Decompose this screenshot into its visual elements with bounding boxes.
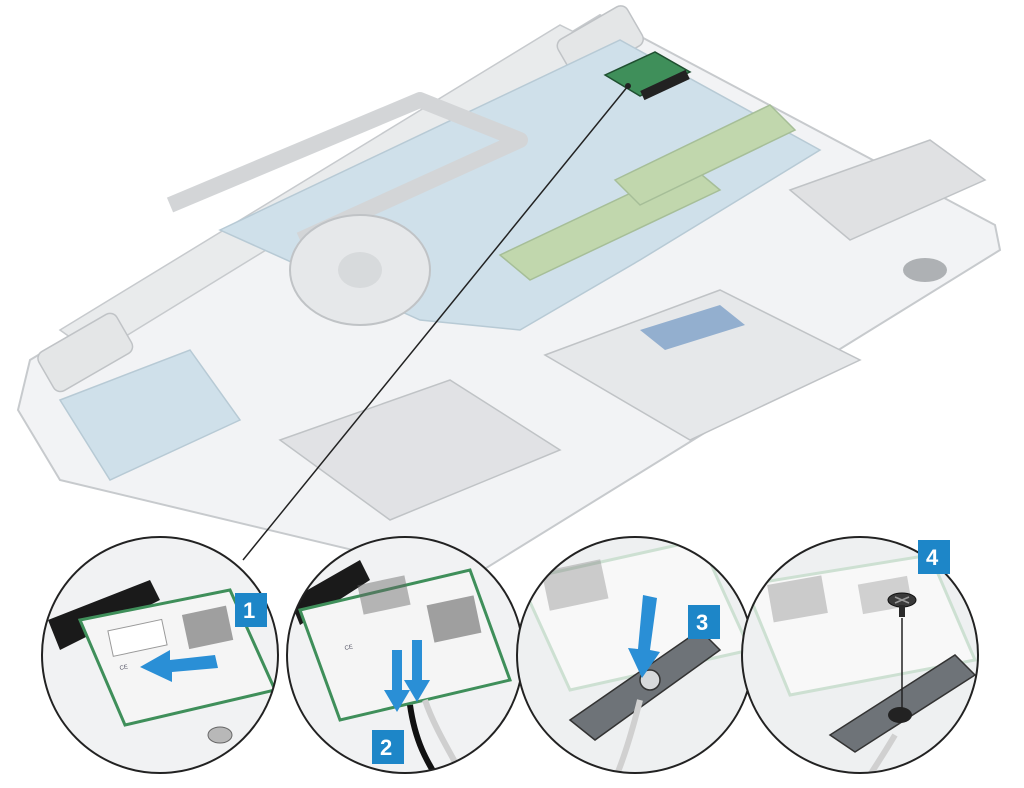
detail-step-4: 4 — [741, 536, 979, 774]
screw-standoff — [207, 726, 233, 744]
step-label-2: 2 — [380, 735, 392, 760]
memory-module-1 — [498, 164, 722, 281]
step-badge-1: 1 — [235, 593, 267, 627]
io-board-left — [58, 349, 242, 481]
speaker-grill — [903, 258, 947, 282]
hard-drive-bracket — [278, 379, 562, 521]
step-label-1: 1 — [243, 598, 255, 623]
wlan-card-4 — [742, 553, 978, 697]
detail-step-1: CE 1 — [41, 536, 279, 774]
arrow-icon — [384, 650, 410, 712]
step-badge-3: 3 — [688, 605, 720, 639]
step-badge-4: 4 — [918, 540, 950, 574]
screw-icon — [887, 592, 917, 617]
arrow-icon — [628, 595, 660, 678]
touchpad-cable — [640, 305, 745, 350]
step-label-3: 3 — [696, 610, 708, 635]
card-text-ce-2: CE — [344, 644, 353, 652]
step-badge-2: 2 — [372, 730, 404, 764]
wlan-card-location — [603, 51, 692, 101]
arrow-icon — [404, 640, 430, 702]
hinge-left — [37, 312, 134, 393]
detail-step-3: 3 — [516, 536, 754, 774]
touchpad-bracket — [543, 289, 862, 441]
arrow-icon — [140, 650, 218, 682]
card-text-ce: CE — [119, 664, 128, 672]
heat-pipe — [166, 92, 528, 248]
detail-step-2: CE 2 — [286, 536, 524, 774]
laptop-base — [16, 5, 1002, 580]
speaker-right — [788, 139, 987, 241]
step-label-4: 4 — [926, 545, 939, 570]
callout-line — [242, 85, 629, 561]
memory-module-2 — [613, 104, 797, 206]
antenna-cable-icon — [407, 704, 448, 773]
fan-hub — [338, 252, 382, 288]
